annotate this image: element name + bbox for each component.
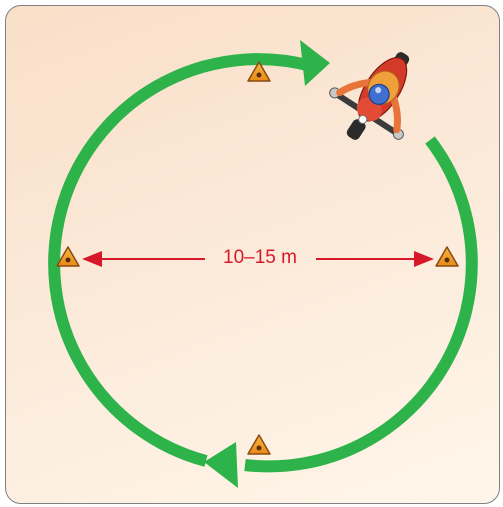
- traffic-cone-icon: [247, 434, 271, 455]
- motorcycle-rider-icon: [329, 52, 410, 140]
- traffic-cone-icon: [56, 246, 80, 267]
- circular-track: [48, 53, 313, 467]
- circular-track-lower: [244, 136, 478, 473]
- traffic-cone-icon: [247, 61, 271, 82]
- track-arrowhead-top: [300, 40, 330, 86]
- dimension-label: 10–15 m: [223, 247, 297, 268]
- dimension-arrowhead-right: [414, 251, 434, 267]
- track-arrowhead-bottom: [204, 442, 238, 488]
- traffic-cone-icon: [435, 246, 459, 267]
- dimension-arrowhead-left: [82, 251, 102, 267]
